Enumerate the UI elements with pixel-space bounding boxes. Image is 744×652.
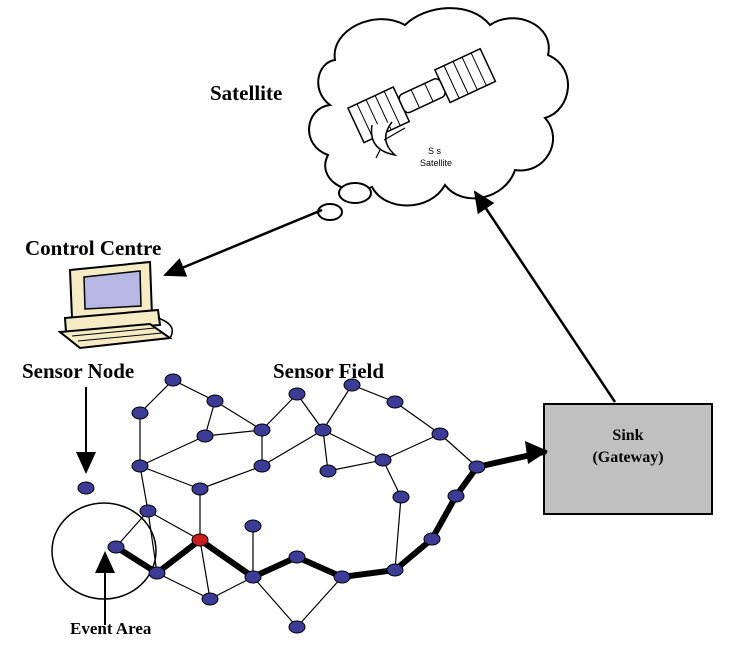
sensor-node [191,482,209,496]
sensor-node [431,427,449,441]
sensor-node [131,459,149,473]
computer-icon [57,260,173,350]
sensor-node-label: Sensor Node [22,359,134,383]
sensor-node [447,489,465,503]
satellite-caption-1: S s [428,146,442,156]
sensor-node [148,566,166,580]
sensor-node [253,459,271,473]
routing-arrowhead [525,441,548,464]
sensor-node [77,481,95,495]
sensor-node [468,460,486,474]
satellite-caption-2: Satellite [420,158,452,168]
sensor-node [374,453,392,467]
sensor-node [288,550,306,564]
sensor-node [131,406,149,420]
source-node [191,533,209,547]
sensor-node [343,378,361,392]
sensor-node [392,490,410,504]
sensor-node [319,464,337,478]
sink-box [543,403,713,515]
sensor-node [386,395,404,409]
sensor-nodes [77,373,486,634]
sensor-node [314,423,332,437]
sensor-node [333,570,351,584]
sensor-node [244,570,262,584]
sensor-node [164,373,182,387]
control-centre-label: Control Centre [25,236,161,260]
arrow-satellite-to-control [163,208,323,277]
arrow-sink-to-satellite [473,190,617,403]
sensor-node [244,519,262,533]
event-area-label: Event Area [70,619,152,638]
sensor-field-label: Sensor Field [273,359,384,383]
satellite-icon [346,47,497,159]
sensor-node [107,540,125,554]
sensor-node [206,394,224,408]
sink-label: Sink [612,427,643,444]
sensor-node [253,423,271,437]
sensor-node [423,532,441,546]
sink-gateway-label: (Gateway) [592,449,663,466]
sensor-node [201,592,219,606]
sensor-node [196,429,214,443]
sensor-node [288,387,306,401]
sensor-node [386,563,404,577]
satellite-label: Satellite [210,81,282,105]
sensor-node [139,504,157,518]
satellite-cloud [308,7,570,221]
sensor-node [288,620,306,634]
network-edges [115,379,478,628]
